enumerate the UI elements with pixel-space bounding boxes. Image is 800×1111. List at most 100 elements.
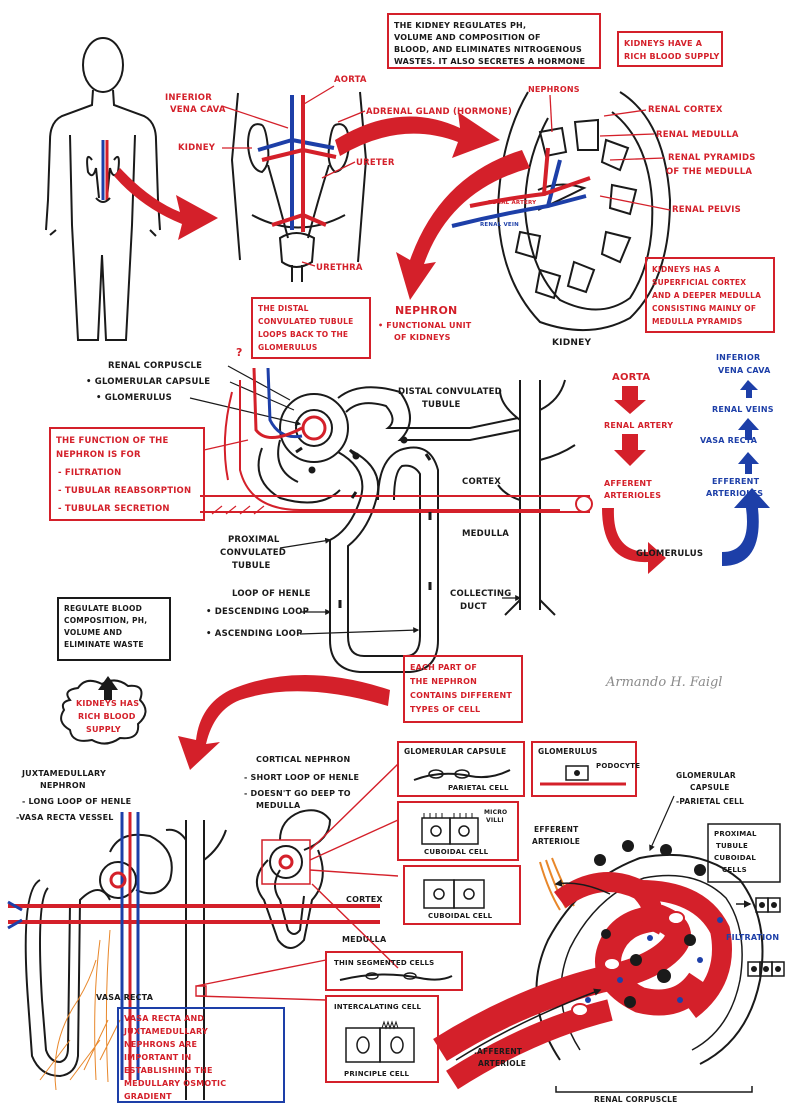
svg-text:CUBOIDAL CELL: CUBOIDAL CELL <box>428 912 493 920</box>
renal-corpuscle-drawing <box>433 840 785 1093</box>
label-loop-of-henle: LOOP OF HENLE <box>232 589 311 599</box>
label-medulla-bottom: MEDULLA <box>342 935 387 944</box>
aorta-vessel <box>261 95 337 232</box>
arrow-body-to-organs <box>114 168 218 240</box>
cortical-title: CORTICAL NEPHRON <box>256 755 350 764</box>
svg-text:GLOMERULAR CAPSULE: GLOMERULAR CAPSULE <box>404 747 506 756</box>
label-renal-medulla: RENAL MEDULLA <box>656 130 739 140</box>
label-descending-loop: • DESCENDING LOOP <box>206 607 309 617</box>
svg-text:THIN SEGMENTED CELLS: THIN SEGMENTED CELLS <box>334 959 434 967</box>
distal-note-box <box>251 297 371 359</box>
arrow-to-bottom <box>178 675 390 770</box>
capillary-red-network <box>239 380 560 511</box>
human-figure <box>45 37 161 341</box>
label-glomerulus: • GLOMERULUS <box>96 393 172 403</box>
label-renal-vein-small: RENAL VEIN <box>480 222 519 228</box>
afferent-red-vessel <box>252 367 303 439</box>
label-glomerular-capsule: • GLOMERULAR CAPSULE <box>86 377 210 387</box>
arrow-kidney-to-nephron <box>396 150 530 300</box>
vasa-recta-orange <box>39 929 121 1091</box>
cell-box-glomerular-capsule: GLOMERULAR CAPSULE PARIETAL CELL <box>397 741 525 797</box>
proximal-tubule-box <box>707 823 781 883</box>
arrow-cloud-up <box>98 676 118 700</box>
svg-text:AORTA: AORTA <box>612 372 650 383</box>
label-cortex-bottom: CORTEX <box>346 895 383 904</box>
cell-box-glomerulus: GLOMERULUS PODOCYTE <box>531 741 640 797</box>
juxta-red-vessels <box>8 904 380 924</box>
label-vasa-recta-bottom: VASA RECTA <box>96 993 154 1002</box>
label-urethra: URETHRA <box>316 263 363 273</box>
label-renal-pelvis: RENAL PELVIS <box>672 205 741 215</box>
top-note-box <box>387 13 601 69</box>
label-kidney-top: KIDNEY <box>178 143 216 153</box>
svg-text:GLOMERULUS: GLOMERULUS <box>636 549 703 559</box>
arrow-organs-to-kidney <box>335 112 500 158</box>
label-renal-corpuscle-bottom: RENAL CORPUSCLE <box>594 1095 677 1104</box>
renal-artery-vessel <box>469 147 591 208</box>
label-cortex-mid: CORTEX <box>462 477 501 487</box>
cell-box-cuboidal-2: CUBOIDAL CELL <box>403 865 521 925</box>
regulate-note-box <box>57 597 171 661</box>
vasa-recta-note-box <box>117 1007 285 1103</box>
urinary-system <box>230 91 368 282</box>
cell-note-box <box>403 655 523 723</box>
cortex-note-box <box>645 257 775 333</box>
kidney-caption: KIDNEY <box>552 338 591 348</box>
svg-text:PRINCIPLE CELL: PRINCIPLE CELL <box>344 1070 410 1078</box>
glomerulus-knot <box>301 415 327 441</box>
question-mark: ? <box>236 346 243 359</box>
label-renal-artery-small: RENAL ARTERY <box>488 200 537 206</box>
svg-text:PODOCYTE: PODOCYTE <box>596 762 640 770</box>
cortex-medulla-boundary <box>200 495 590 513</box>
svg-text:PARIETAL CELL: PARIETAL CELL <box>448 784 509 792</box>
label-medulla-mid: MEDULLA <box>462 529 509 539</box>
nephron-tubule <box>257 379 576 673</box>
vena-cava-vessel <box>257 95 335 230</box>
renal-vein-vessel <box>451 159 587 228</box>
label-long-loop: - LONG LOOP OF HENLE <box>22 797 131 806</box>
label-ascending-loop: • ASCENDING LOOP <box>206 629 303 639</box>
label-adrenal-gland: ADRENAL GLAND (HORMONE) <box>366 107 512 117</box>
blood-supply-box <box>617 31 723 67</box>
efferent-blue-vessel <box>266 367 303 439</box>
cell-box-collecting-duct: INTERCALATING CELL PRINCIPLE CELL <box>325 995 439 1083</box>
svg-text:CUBOIDAL CELL: CUBOIDAL CELL <box>424 848 489 856</box>
svg-text:RENAL VEINS: RENAL VEINS <box>712 405 774 414</box>
function-box <box>49 427 205 521</box>
cell-box-thin-segmented: THIN SEGMENTED CELLS <box>325 951 463 991</box>
rich-blood-cloud <box>60 679 147 745</box>
signature: Armando H. Faigl <box>605 675 722 690</box>
label-renal-corpuscle: RENAL CORPUSCLE <box>108 361 202 371</box>
top-note-text: THE KIDNEY REGULATES pH,VOLUME AND COMPO… <box>394 21 585 66</box>
label-filtration: FILTRATION <box>726 933 779 942</box>
label-aorta-top: AORTA <box>334 75 367 85</box>
svg-text:VASA RECTA: VASA RECTA <box>700 436 758 445</box>
